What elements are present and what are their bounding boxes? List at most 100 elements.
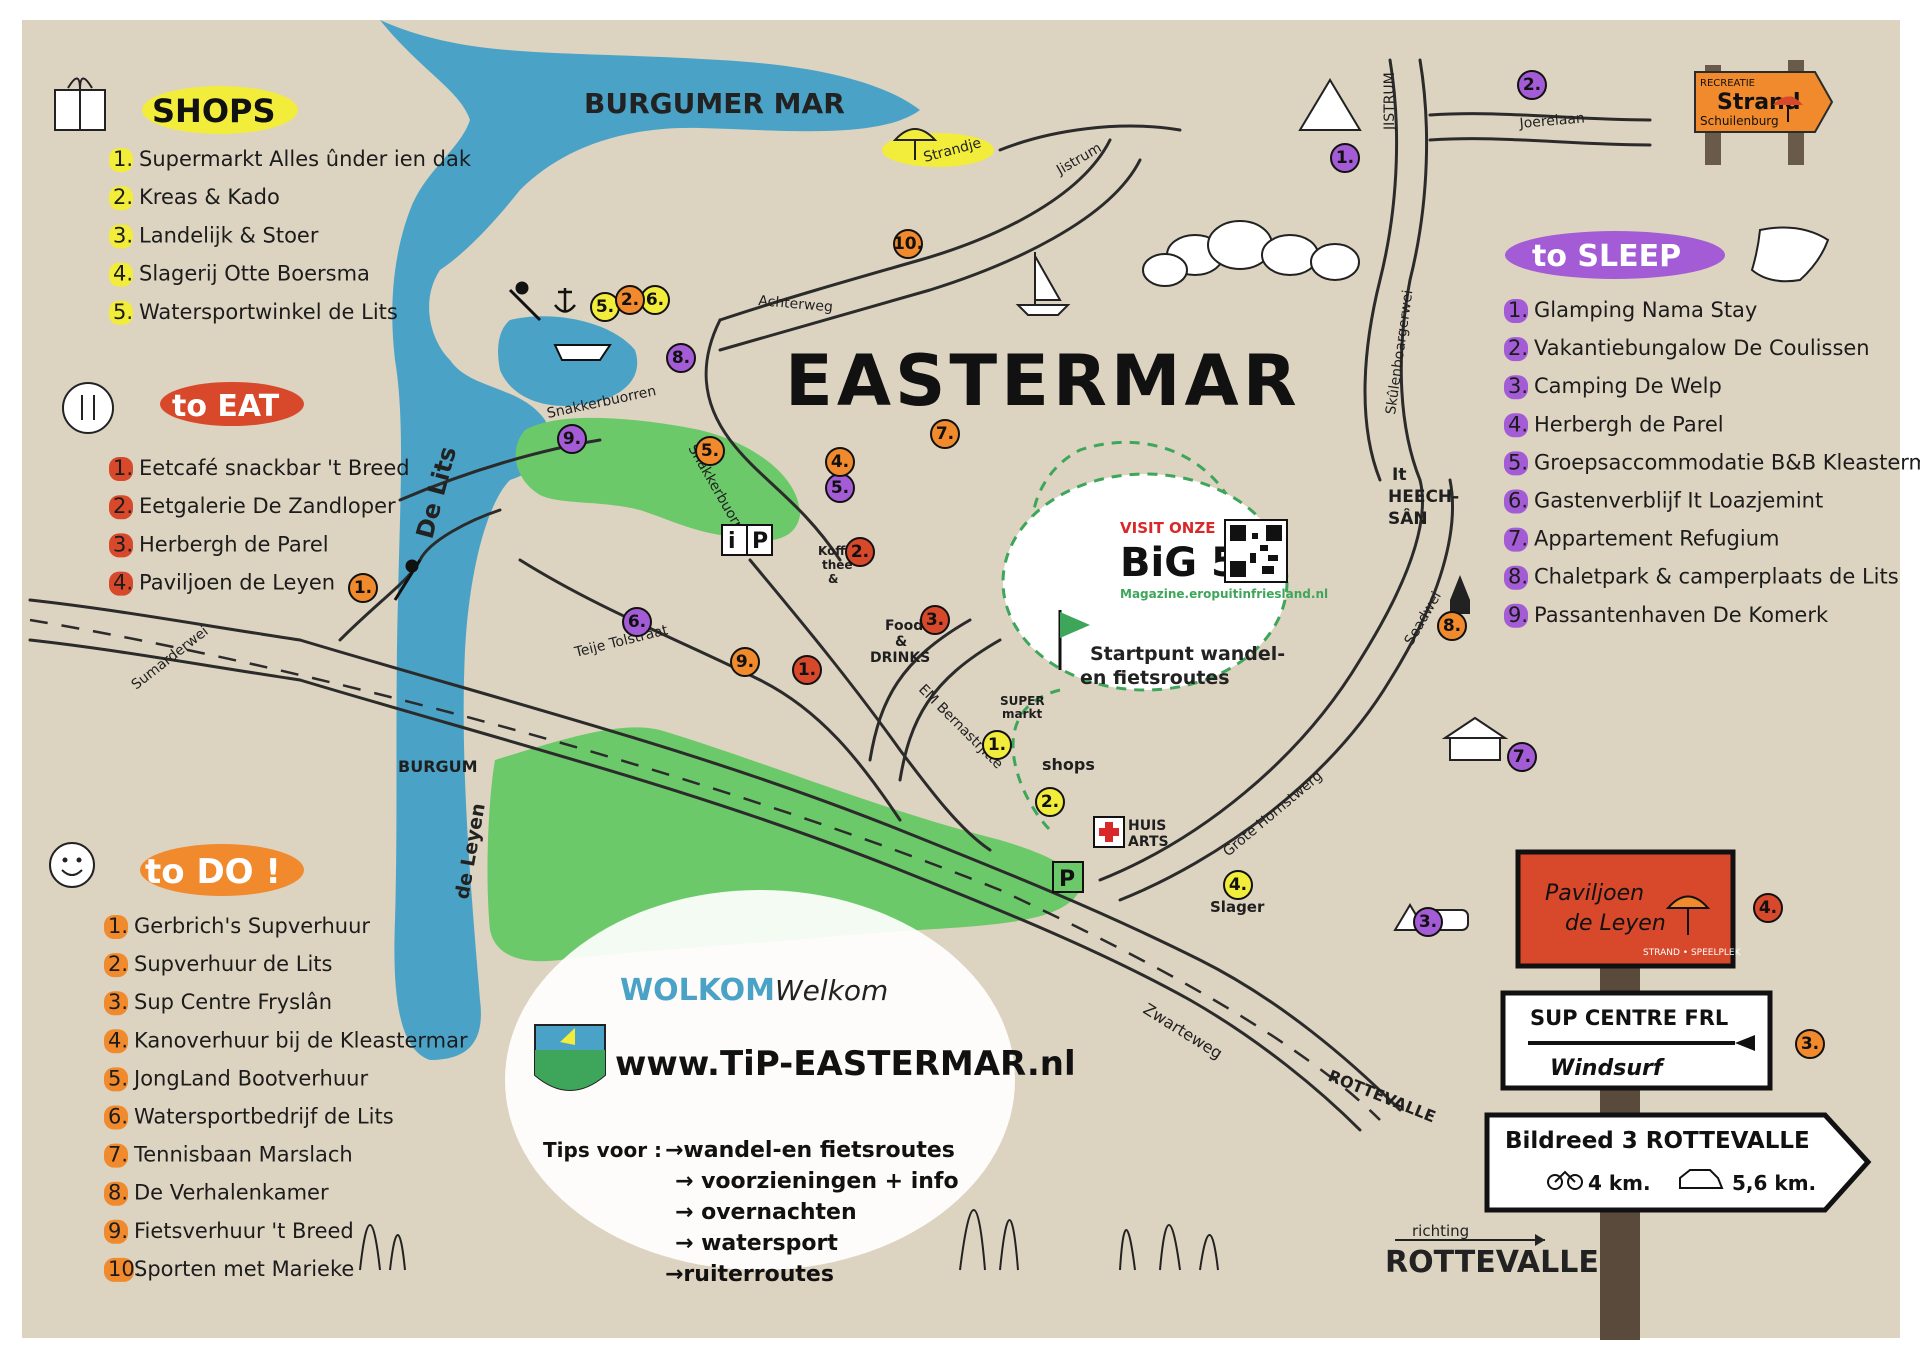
sailboat-icon xyxy=(1015,252,1071,316)
shop-label: Kreas & Kado xyxy=(139,185,280,209)
eat-heading: to EAT xyxy=(172,389,280,424)
todo-item[interactable]: 4.Kanoverhuur bij de Kleastermar xyxy=(104,1028,468,1054)
marker-do-3[interactable]: 3. xyxy=(1795,1029,1825,1059)
shop-item[interactable]: 1.Supermarkt Alles ûnder ien dak xyxy=(109,147,472,172)
marker-shops-2[interactable]: 2. xyxy=(1035,787,1065,817)
marker-number: 1. xyxy=(354,578,372,598)
marker-sleep-6[interactable]: 6. xyxy=(622,607,652,637)
eat-number: 3. xyxy=(113,532,133,556)
marker-number: 7. xyxy=(936,424,954,444)
marker-number: 4. xyxy=(1229,875,1247,895)
marker-eat-1[interactable]: 1. xyxy=(792,655,822,685)
sleep-item[interactable]: 7.Appartement Refugium xyxy=(1504,527,1779,552)
marker-number: 2. xyxy=(621,290,639,310)
sleep-item[interactable]: 2.Vakantiebungalow De Coulissen xyxy=(1504,336,1870,362)
marker-sleep-7[interactable]: 7. xyxy=(1507,742,1537,772)
marker-do-1[interactable]: 1. xyxy=(348,573,378,603)
sleep-item[interactable]: 8.Chaletpark & camperplaats de Lits xyxy=(1504,565,1899,590)
welcome-url[interactable]: www.TiP-EASTERMAR.nl xyxy=(615,1044,1076,1084)
road-label-jistrum2: JISTRUM xyxy=(1382,72,1398,131)
strand-sign[interactable]: RECREATIE Strand Schuilenburg xyxy=(1694,60,1834,165)
doctor-cross-icon[interactable] xyxy=(1093,816,1125,848)
eat-number-highlight xyxy=(109,571,133,596)
road-network xyxy=(28,58,1652,1132)
marker-sleep-8[interactable]: 8. xyxy=(666,343,696,373)
parking-icon[interactable]: P xyxy=(1052,861,1084,893)
eat-item[interactable]: 4.Paviljoen de Leyen xyxy=(109,571,335,596)
shop-number-highlight xyxy=(109,224,133,249)
sleep-label: Glamping Nama Stay xyxy=(1534,298,1757,322)
sleep-label: Groepsaccommodatie B&B Kleastermar xyxy=(1534,450,1920,474)
marker-do-10[interactable]: 10. xyxy=(893,229,923,259)
place-shops: shops xyxy=(1042,755,1095,774)
marker-eat-2[interactable]: 2. xyxy=(845,537,875,567)
marker-do-8[interactable]: 8. xyxy=(1437,611,1467,641)
marker-do-4[interactable]: 4. xyxy=(825,447,855,477)
big5-start1: Startpunt wandel- xyxy=(1090,643,1285,665)
todo-item[interactable]: 10.Sporten met Marieke xyxy=(104,1257,354,1282)
sleep-number-highlight xyxy=(1504,337,1528,362)
marker-shops-1[interactable]: 1. xyxy=(982,730,1012,760)
todo-item[interactable]: 1.Gerbrich's Supverhuur xyxy=(104,914,370,939)
marker-number: 1. xyxy=(988,735,1006,755)
richting-rottevalle: richting ROTTEVALLE xyxy=(1385,1222,1599,1280)
shop-item[interactable]: 2.Kreas & Kado xyxy=(109,185,280,211)
shop-label: Watersportwinkel de Lits xyxy=(139,300,398,324)
sleep-item[interactable]: 9.Passantenhaven De Komerk xyxy=(1504,603,1829,628)
todo-item[interactable]: 9.Fietsverhuur 't Breed xyxy=(104,1219,354,1244)
marker-do-7[interactable]: 7. xyxy=(930,419,960,449)
marker-eat-4[interactable]: 4. xyxy=(1753,893,1783,923)
eat-number: 2. xyxy=(113,494,133,518)
todo-item[interactable]: 3.Sup Centre Fryslân xyxy=(104,990,332,1016)
sign-sup[interactable]: SUP CENTRE FRL Windsurf xyxy=(1500,990,1773,1091)
todo-item[interactable]: 8.De Verhalenkamer xyxy=(104,1181,329,1206)
sign-bildreed[interactable]: Bildreed 3 ROTTEVALLE 4 km. 5,6 km. xyxy=(1484,1112,1872,1213)
big5-url[interactable]: Magazine.eropuitinfriesland.nl xyxy=(1120,587,1328,601)
marker-eat-3[interactable]: 3. xyxy=(920,605,950,635)
marker-sleep-3[interactable]: 3. xyxy=(1413,907,1443,937)
shop-item[interactable]: 4.Slagerij Otte Boersma xyxy=(109,262,370,287)
marker-do-2[interactable]: 2. xyxy=(615,285,645,315)
marker-sleep-2[interactable]: 2. xyxy=(1517,70,1547,100)
info-p: P xyxy=(752,529,768,554)
marker-sleep-5[interactable]: 5. xyxy=(825,473,855,503)
eat-number: 1. xyxy=(113,456,133,480)
eat-item[interactable]: 2.Eetgalerie De Zandloper xyxy=(109,494,396,520)
eat-legend: to EAT xyxy=(62,382,304,434)
sleep-number-highlight xyxy=(1504,375,1528,400)
shops-legend: SHOPS xyxy=(54,77,298,134)
todo-number-highlight xyxy=(104,991,128,1016)
info-parking-box[interactable]: i P xyxy=(721,524,773,556)
sleep-number: 5. xyxy=(1508,450,1528,474)
shop-item[interactable]: 5.Watersportwinkel de Lits xyxy=(109,300,398,325)
marker-shops-4[interactable]: 4. xyxy=(1223,870,1253,900)
todo-number-highlight xyxy=(104,953,128,978)
marker-shops-5[interactable]: 5. xyxy=(590,292,620,322)
todo-number-highlight xyxy=(104,1181,128,1206)
todo-item[interactable]: 7.Tennisbaan Marslach xyxy=(104,1143,353,1168)
marker-sleep-9[interactable]: 9. xyxy=(557,424,587,454)
sleep-number: 7. xyxy=(1508,527,1528,551)
sign-sup-line1: SUP CENTRE FRL xyxy=(1530,1006,1728,1030)
marker-shops-6[interactable]: 6. xyxy=(640,285,670,315)
eat-item[interactable]: 1.Eetcafé snackbar 't Breed xyxy=(109,456,410,481)
todo-number: 7. xyxy=(108,1143,128,1167)
todo-item[interactable]: 2.Supverhuur de Lits xyxy=(104,952,332,978)
sleep-item[interactable]: 3.Camping De Welp xyxy=(1504,374,1722,400)
sleep-item[interactable]: 1.Glamping Nama Stay xyxy=(1504,298,1757,323)
coat-of-arms-icon xyxy=(534,1024,606,1091)
marker-do-5[interactable]: 5. xyxy=(695,436,725,466)
marker-sleep-1[interactable]: 1. xyxy=(1330,143,1360,173)
gift-icon xyxy=(54,77,106,131)
todo-item[interactable]: 6.Watersportbedrijf de Lits xyxy=(104,1105,394,1130)
marker-do-9[interactable]: 9. xyxy=(730,647,760,677)
shop-item[interactable]: 3.Landelijk & Stoer xyxy=(109,223,319,249)
sleep-item[interactable]: 4.Herbergh de Parel xyxy=(1504,412,1724,438)
sleep-item[interactable]: 5.Groepsaccommodatie B&B Kleastermar xyxy=(1504,450,1920,476)
eat-item[interactable]: 3.Herbergh de Parel xyxy=(109,532,329,558)
todo-item[interactable]: 5.JongLand Bootverhuur xyxy=(104,1066,368,1092)
sign-paviljoen[interactable]: Paviljoen de Leyen STRAND • SPEELPLEK xyxy=(1515,849,1742,969)
sleep-item[interactable]: 6.Gastenverblijf It Loazjemint xyxy=(1504,489,1823,514)
info-i: i xyxy=(728,529,736,554)
